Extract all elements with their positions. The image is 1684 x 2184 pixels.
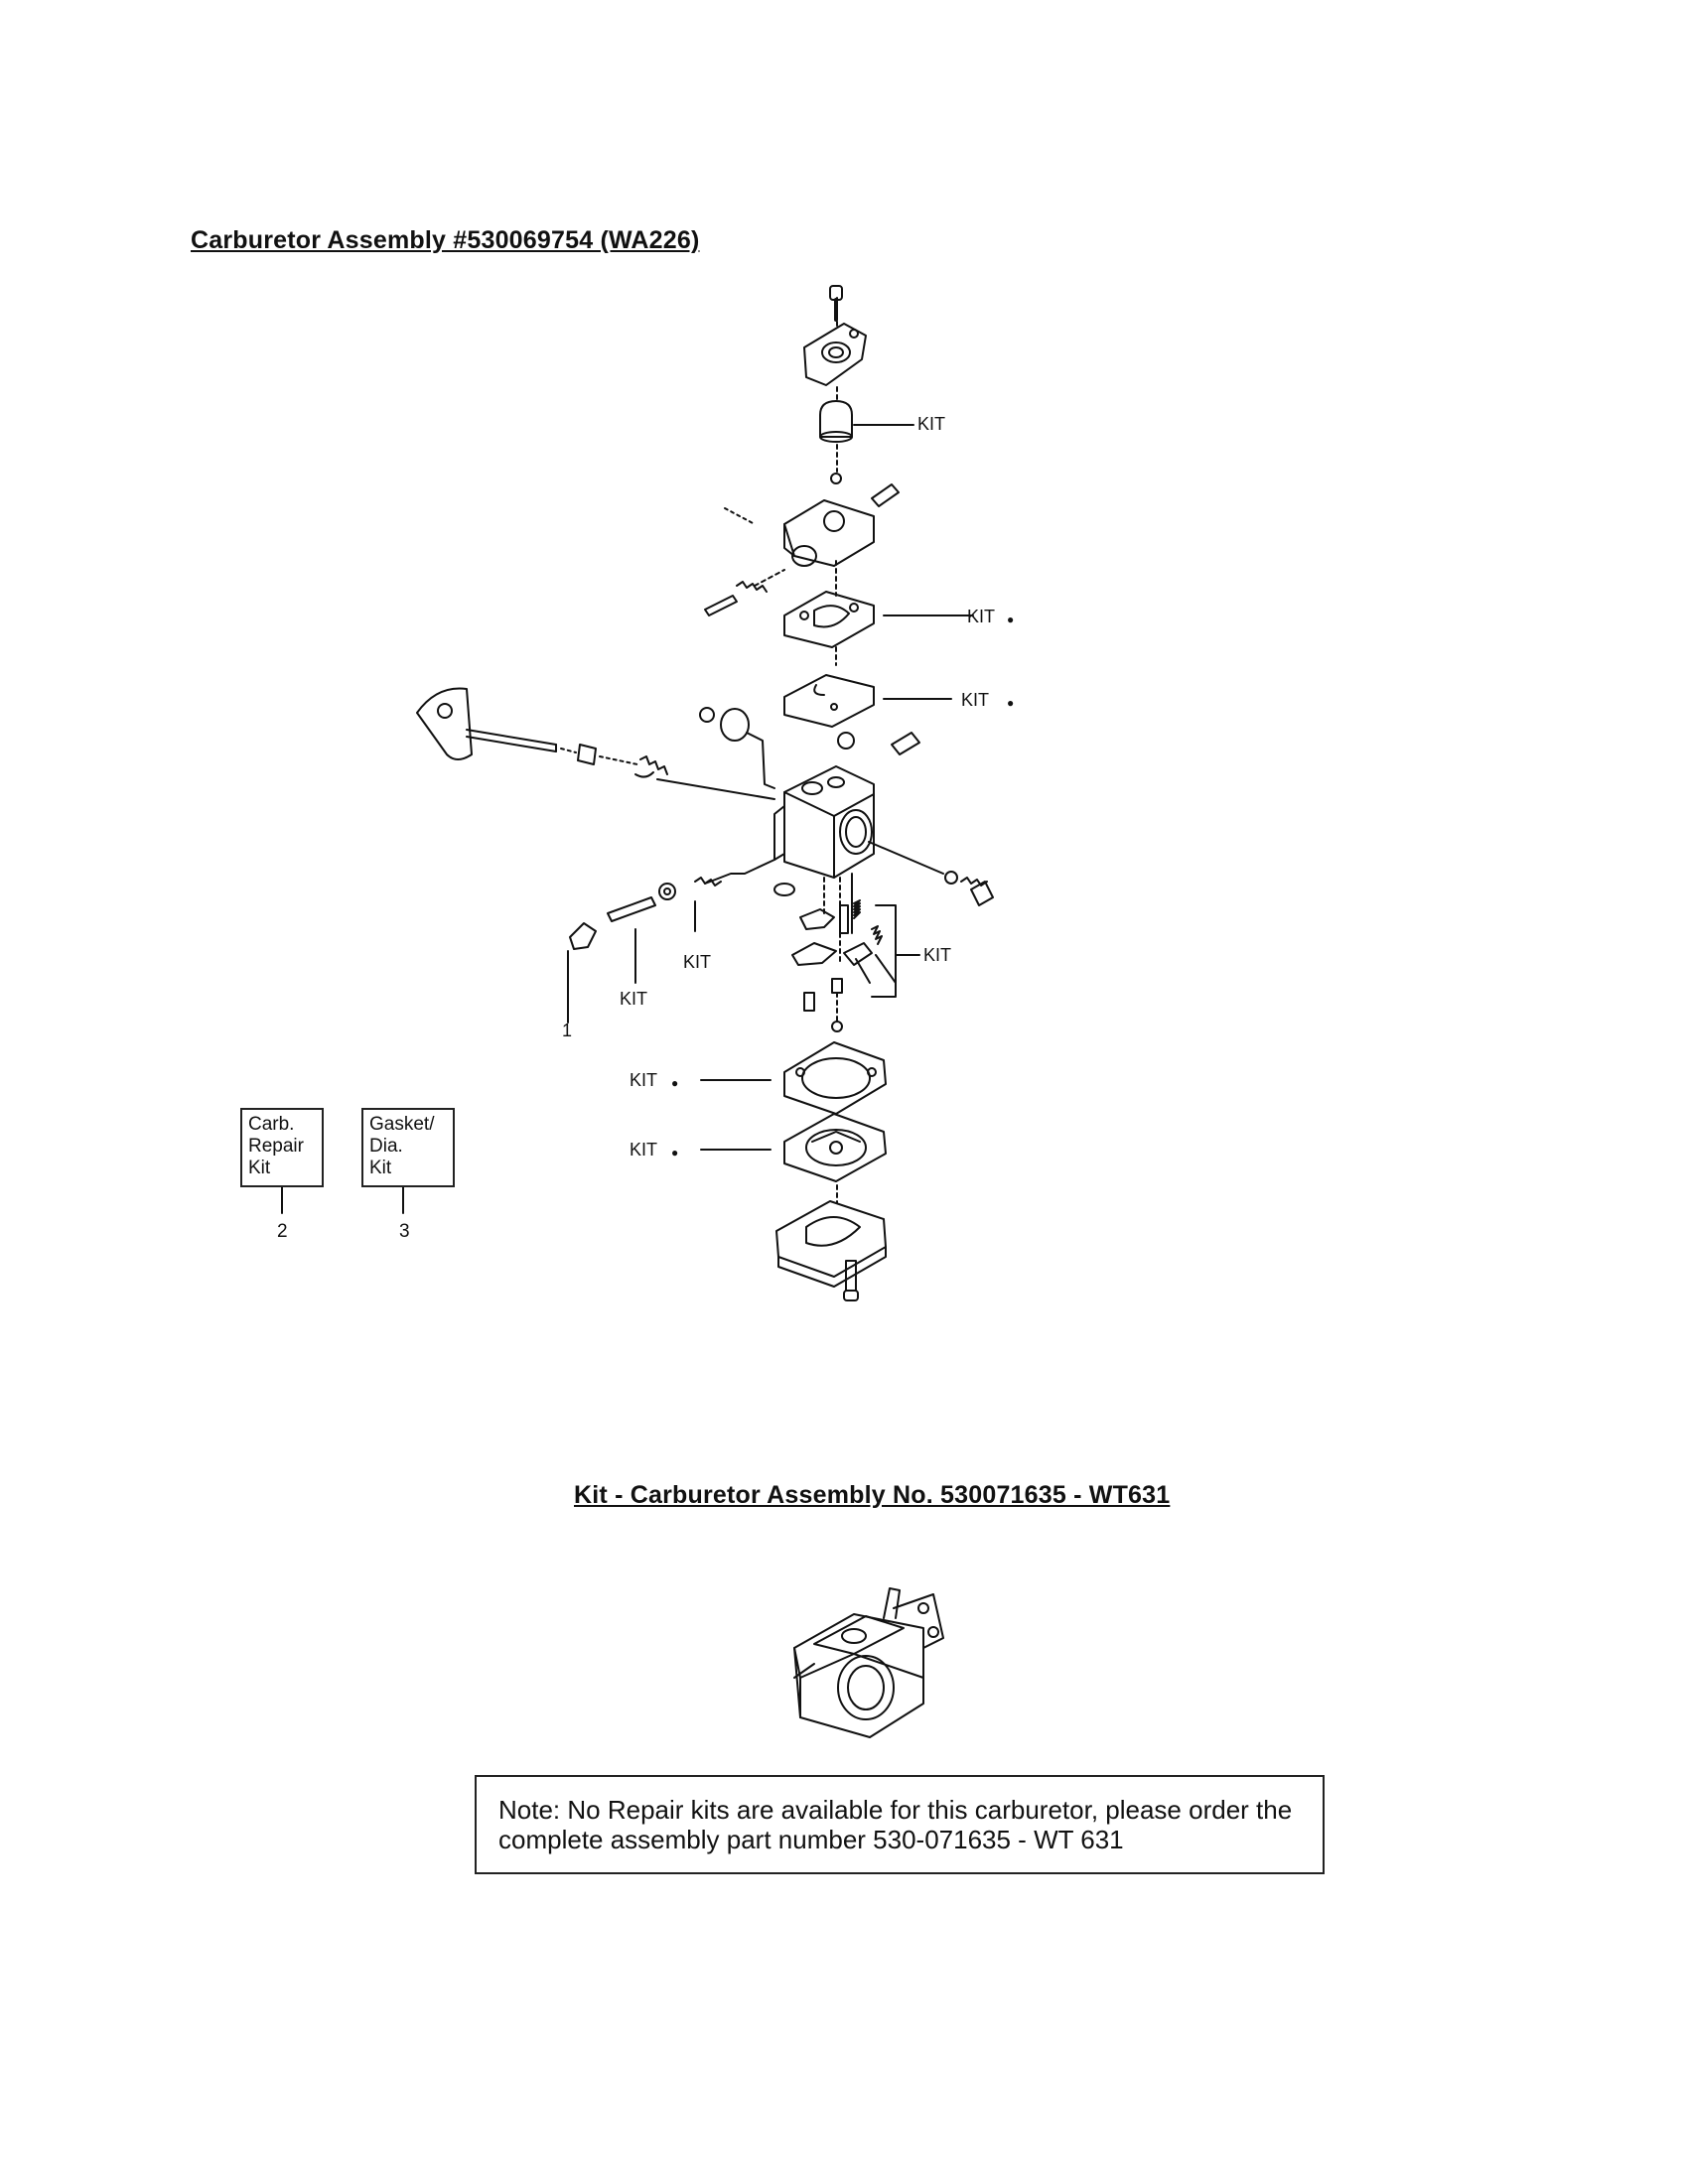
idle-spring-part [960, 877, 988, 887]
kit-assembly-title: Kit - Carburetor Assembly No. 530071635 … [574, 1481, 1171, 1509]
choke-spring-part [634, 755, 668, 778]
metering-gasket-part [783, 1041, 887, 1115]
kit-label-inlet-needle: KIT [923, 945, 951, 965]
metering-lever-part [843, 942, 873, 966]
small-gasket-part [799, 908, 835, 930]
top-screw-part [829, 285, 843, 322]
kit-label-needle: KIT [620, 989, 647, 1009]
gasket-dia-kit-line-3: Kit [369, 1158, 392, 1178]
kit-label-cap: KIT [917, 414, 945, 434]
kit-label-spring: KIT [683, 952, 711, 972]
metering-cover-part [775, 1200, 887, 1288]
needle-valve-part [839, 904, 849, 934]
carb-repair-kit-line-2: Repair [248, 1136, 304, 1157]
part-number-1: 1 [562, 1021, 572, 1040]
note-line-1: Note: No Repair kits are available for t… [498, 1795, 1293, 1825]
pump-gasket-part [783, 591, 875, 648]
complete-carburetor-assembly-part [793, 1587, 944, 1738]
fuel-cap-part [819, 400, 853, 443]
repair-kit-note: Note: No Repair kits are available for t… [475, 1775, 1325, 1874]
choke-bushing-part [577, 744, 597, 765]
note-line-2: complete assembly part number 530-071635… [498, 1825, 1124, 1854]
kit-label-metering-diaphragm: KIT [630, 1140, 657, 1160]
part-number-3: 3 [399, 1221, 410, 1242]
lever-spring-part [871, 925, 883, 945]
carburetor-assembly-title: Carburetor Assembly #530069754 (WA226) [191, 226, 700, 254]
adjust-needle-part [607, 896, 656, 922]
pin-part-2 [891, 732, 920, 755]
check-ball-part [837, 732, 855, 750]
carburetor-body-part [773, 765, 875, 879]
carb-repair-kit-box: Carb. Repair Kit [240, 1108, 324, 1187]
metering-diaphragm-part [783, 1113, 887, 1182]
choke-lever-part [416, 687, 557, 760]
small-washer-part [830, 473, 842, 484]
limiter-cap-part [569, 922, 597, 950]
bottom-screw-mid-part [831, 978, 843, 994]
kit-bullet-3: ● [671, 1076, 678, 1090]
kit-label-pump-gasket: KIT [967, 607, 995, 626]
washer-right-part [944, 871, 958, 885]
low-speed-spring-part [694, 877, 722, 887]
pump-diaphragm-part [783, 674, 875, 728]
inlet-screen-part [773, 883, 795, 896]
kit-bullet-4: ● [671, 1146, 678, 1160]
gasket-dia-kit-line-1: Gasket/ [369, 1114, 435, 1135]
part-number-2: 2 [277, 1221, 288, 1242]
bottom-washer-part [831, 1021, 843, 1032]
gasket-dia-kit-line-2: Dia. [369, 1136, 403, 1157]
kit-bullet-1: ● [1007, 613, 1014, 626]
lever-gasket-part [791, 942, 837, 966]
cover-screw-part [843, 1260, 859, 1301]
needle-spring-part [704, 581, 768, 616]
bottom-screw-left-part [803, 992, 815, 1012]
kit-label-metering-gasket: KIT [630, 1070, 657, 1090]
carb-repair-kit-line-1: Carb. [248, 1114, 295, 1135]
gasket-dia-kit-box: Gasket/ Dia. Kit [361, 1108, 455, 1187]
detent-ball-part [699, 707, 715, 723]
pump-body-part [783, 499, 875, 567]
carb-repair-kit-line-3: Kit [248, 1158, 271, 1178]
throttle-plate-part [720, 708, 750, 742]
kit-bullet-2: ● [1007, 696, 1014, 710]
pin-part [871, 483, 900, 507]
cover-plate-part [803, 323, 867, 386]
idle-screw-part [970, 881, 994, 906]
left-washer-part [658, 883, 676, 900]
metering-spring-part [853, 899, 861, 919]
kit-label-pump-diaphragm: KIT [961, 690, 989, 710]
